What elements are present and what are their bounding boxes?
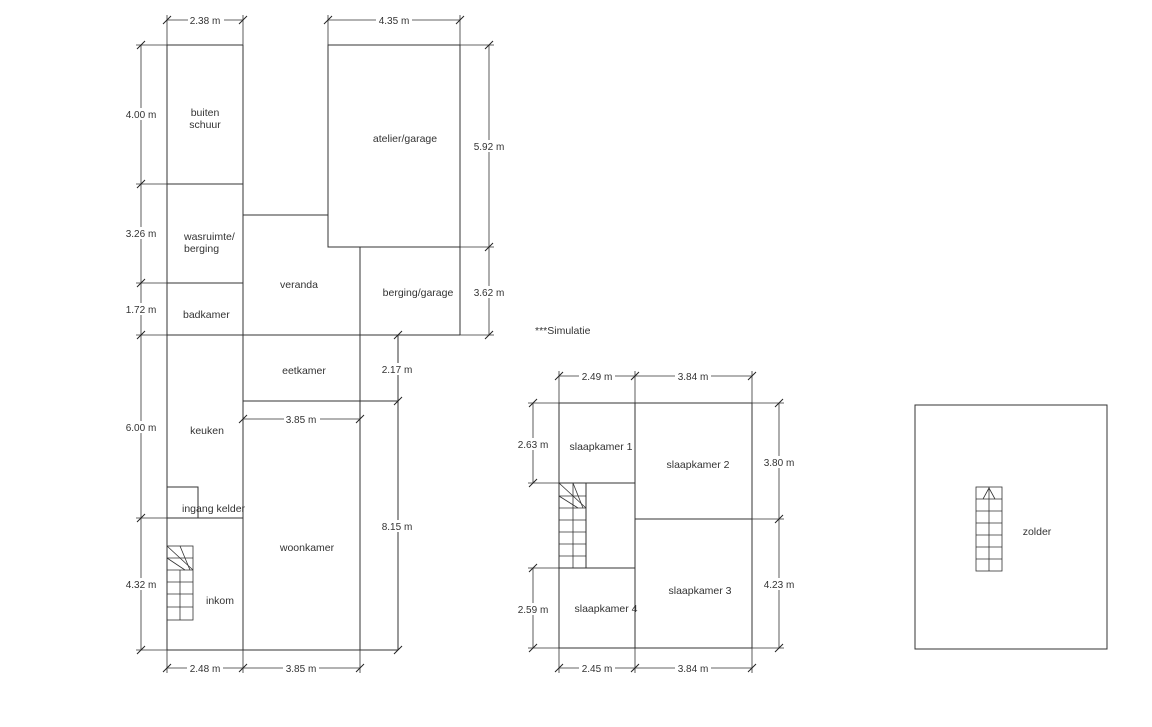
room-wasruimte-berging-line2: berging bbox=[184, 243, 219, 255]
room-wasruimte-berging-line1: wasruimte/ bbox=[183, 231, 235, 243]
dim-ff-top-right-width: 3.84 m bbox=[678, 372, 709, 383]
dim-bottom-left-width: 2.48 m bbox=[190, 664, 221, 675]
simulation-note: ***Simulatie bbox=[535, 325, 591, 337]
first-floor-plan: slaapkamer 1 slaapkamer 2 slaapkamer 3 s… bbox=[516, 370, 796, 675]
room-veranda: veranda bbox=[280, 279, 318, 291]
ground-floor-dimension-labels: 2.38 m 4.35 m 4.00 m 3.26 m 1.72 m 6.00 … bbox=[124, 14, 506, 675]
room-buiten-schuur-line2: schuur bbox=[189, 119, 221, 131]
dim-atelier-height: 5.92 m bbox=[474, 142, 505, 153]
stair-first-floor bbox=[558, 482, 587, 568]
room-atelier-garage: atelier/garage bbox=[373, 133, 437, 145]
dim-ff-bottom-left-width: 2.45 m bbox=[582, 664, 613, 675]
dim-ff-left-bottom-height: 2.59 m bbox=[518, 605, 549, 616]
first-floor-walls bbox=[558, 402, 753, 649]
room-slaapkamer-1: slaapkamer 1 bbox=[569, 441, 632, 453]
dim-woonkamer-height: 8.15 m bbox=[382, 522, 413, 533]
room-inkom: inkom bbox=[206, 595, 234, 607]
dim-bottom-right-width: 3.85 m bbox=[286, 664, 317, 675]
attic-walls bbox=[914, 404, 1108, 650]
ground-floor-room-labels: buiten schuur wasruimte/ berging badkame… bbox=[182, 107, 453, 607]
attic-plan: zolder bbox=[914, 404, 1108, 650]
ground-floor-plan: buiten schuur wasruimte/ berging badkame… bbox=[124, 14, 506, 675]
dim-inkom-height: 4.32 m bbox=[126, 580, 157, 591]
dim-ff-left-top-height: 2.63 m bbox=[518, 440, 549, 451]
stair-inkom bbox=[166, 545, 194, 621]
dim-top-left-width: 2.38 m bbox=[190, 16, 221, 27]
room-eetkamer: eetkamer bbox=[282, 365, 326, 377]
room-berging-garage: berging/garage bbox=[383, 287, 454, 299]
dim-wasruimte-height: 3.26 m bbox=[126, 229, 157, 240]
room-ingang-kelder: ingang kelder bbox=[182, 503, 246, 515]
room-slaapkamer-2: slaapkamer 2 bbox=[666, 459, 729, 471]
dim-ff-bottom-right-width: 3.84 m bbox=[678, 664, 709, 675]
dim-berging-height: 3.62 m bbox=[474, 288, 505, 299]
room-badkamer: badkamer bbox=[183, 309, 230, 321]
first-floor-room-labels: slaapkamer 1 slaapkamer 2 slaapkamer 3 s… bbox=[569, 441, 731, 615]
dim-ff-right-bottom-height: 4.23 m bbox=[764, 580, 795, 591]
room-keuken: keuken bbox=[190, 425, 224, 437]
dim-schuur-height: 4.00 m bbox=[126, 110, 157, 121]
dim-badkamer-height: 1.72 m bbox=[126, 305, 157, 316]
dim-keuken-height: 6.00 m bbox=[126, 423, 157, 434]
dim-eetkamer-height: 2.17 m bbox=[382, 365, 413, 376]
ground-floor-walls bbox=[166, 44, 461, 651]
ground-floor-dimension-lines bbox=[136, 15, 494, 673]
dim-ff-right-top-height: 3.80 m bbox=[764, 458, 795, 469]
room-slaapkamer-3: slaapkamer 3 bbox=[668, 585, 731, 597]
first-floor-dimension-lines bbox=[528, 371, 784, 673]
first-floor-dimension-ticks bbox=[528, 371, 784, 673]
room-buiten-schuur-line1: buiten bbox=[191, 107, 220, 119]
stair-attic bbox=[975, 486, 1003, 572]
dim-woonkamer-inner-width: 3.85 m bbox=[286, 415, 317, 426]
ground-floor-dimension-ticks bbox=[136, 15, 494, 673]
room-woonkamer: woonkamer bbox=[279, 542, 335, 554]
dim-top-right-width: 4.35 m bbox=[379, 16, 410, 27]
room-slaapkamer-4: slaapkamer 4 bbox=[574, 603, 637, 615]
dim-ff-top-left-width: 2.49 m bbox=[582, 372, 613, 383]
room-zolder: zolder bbox=[1023, 526, 1052, 538]
first-floor-dimension-labels: 2.49 m 3.84 m 2.63 m 2.59 m 3.80 m 4.23 … bbox=[516, 370, 796, 675]
